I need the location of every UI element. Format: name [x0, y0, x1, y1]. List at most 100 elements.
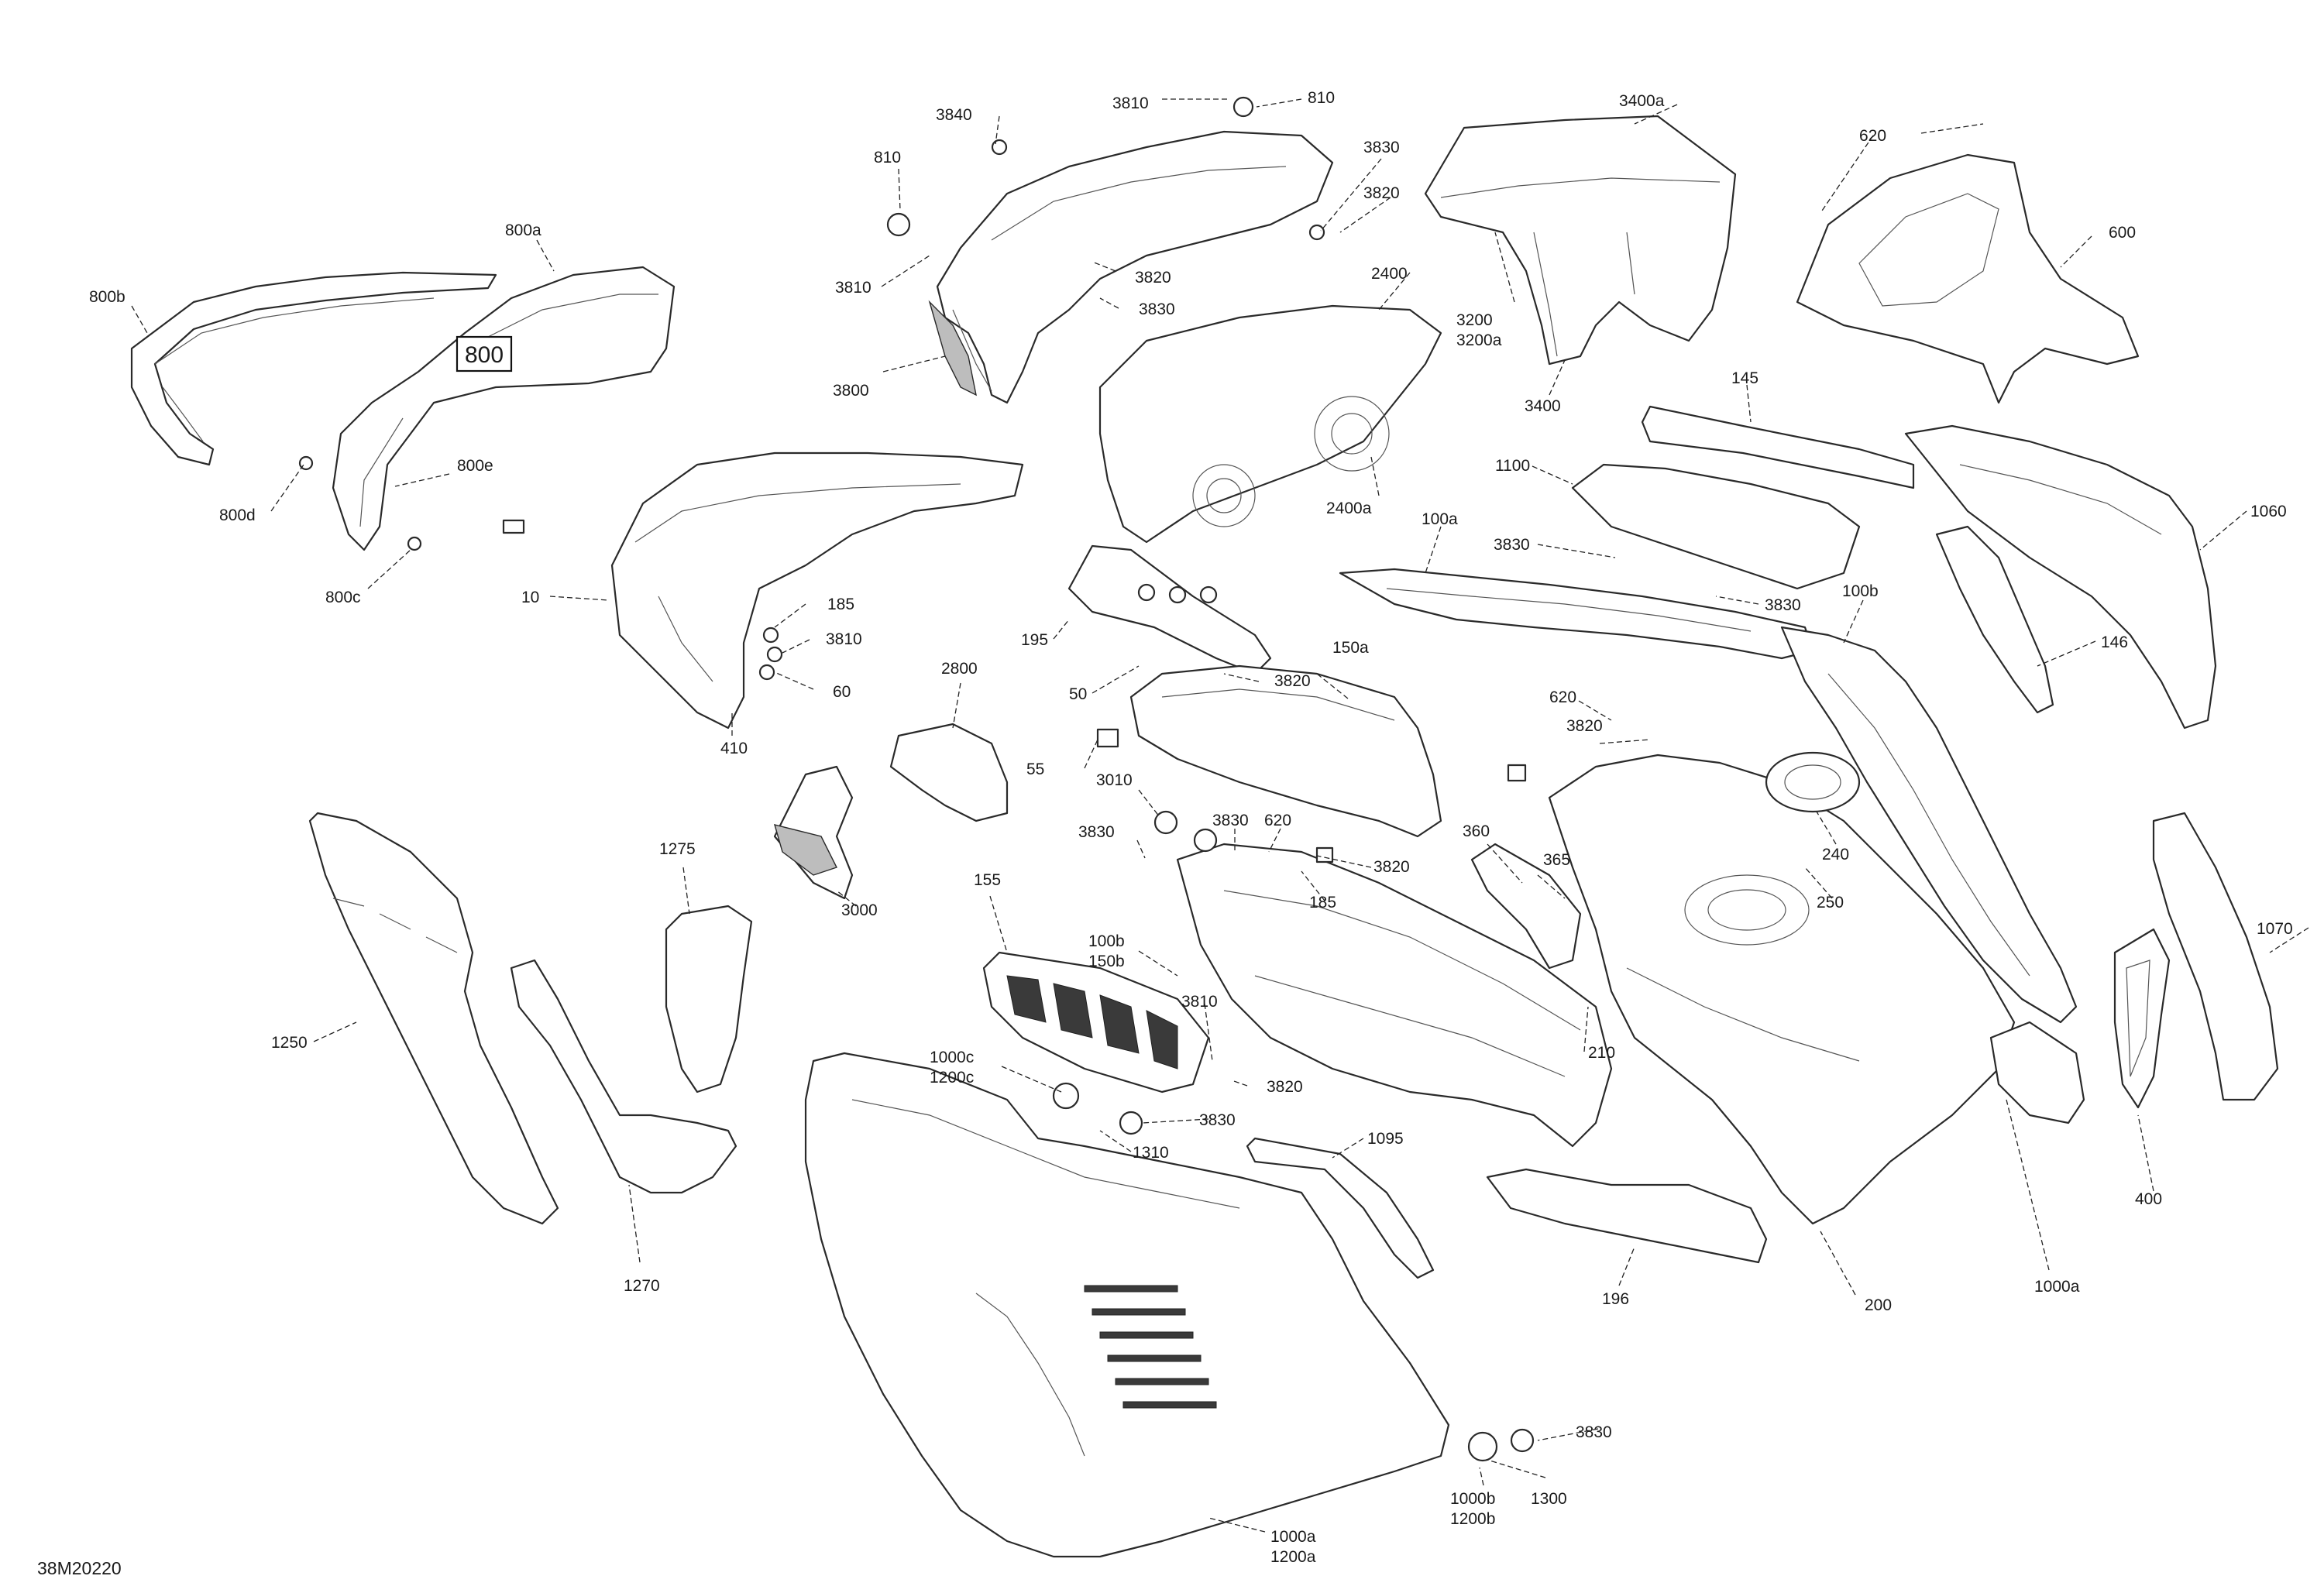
callout-145: 145	[1731, 369, 1758, 387]
callout-3810: 3810	[1181, 993, 1218, 1011]
callout-3820: 3820	[1274, 672, 1311, 690]
callout-150a: 150a	[1332, 639, 1369, 657]
callout-100a: 100a	[1422, 510, 1458, 528]
callout-100b: 100b	[1842, 582, 1879, 600]
part-800a	[332, 266, 676, 551]
callout-1000b: 1000b	[1450, 1490, 1495, 1508]
part-360	[1470, 843, 1582, 970]
part-1070	[2152, 812, 2279, 1101]
callout-250: 250	[1817, 894, 1844, 912]
callout-1095: 1095	[1367, 1130, 1404, 1148]
part-100b	[1780, 626, 2078, 1024]
callout-365: 365	[1543, 851, 1570, 869]
callout-3200a: 3200a	[1456, 331, 1502, 349]
callout-1300: 1300	[1531, 1490, 1567, 1508]
leader-lines	[131, 98, 2309, 1533]
callout-1270: 1270	[624, 1277, 660, 1295]
callout-3820: 3820	[1135, 269, 1171, 287]
callout-146: 146	[2101, 633, 2128, 651]
callout-50: 50	[1069, 685, 1087, 703]
callout-360: 360	[1463, 822, 1490, 840]
part-196	[1486, 1168, 1768, 1264]
part-10	[610, 451, 1024, 730]
callout-1000a: 1000a	[2034, 1278, 2080, 1296]
part-100a	[1339, 568, 1814, 660]
callout-3830: 3830	[1494, 536, 1530, 554]
callout-800c: 800c	[325, 589, 361, 606]
part-2400	[1098, 304, 1442, 544]
assembly-callout-800: 800	[465, 342, 504, 368]
callout-400: 400	[2135, 1190, 2162, 1208]
callout-150b: 150b	[1088, 953, 1125, 970]
callout-3400a: 3400a	[1619, 92, 1665, 110]
part-150b	[1176, 843, 1613, 1148]
part-1100	[1571, 463, 1861, 590]
callout-labels: 800a 800b 800d 800e 800c 3840 3810 810 8…	[89, 89, 2293, 1566]
callout-2400a: 2400a	[1326, 500, 1372, 517]
callout-3830: 3830	[1765, 596, 1801, 614]
callout-3830: 3830	[1199, 1111, 1236, 1129]
callout-3400: 3400	[1525, 397, 1561, 415]
part-146	[1935, 525, 2054, 714]
callout-3830: 3830	[1576, 1423, 1612, 1441]
callout-800e: 800e	[457, 457, 493, 475]
callout-3820: 3820	[1267, 1078, 1303, 1096]
part-150a	[1129, 664, 1442, 838]
part-1000a-bottom	[804, 1052, 1450, 1558]
callout-185: 185	[1309, 894, 1336, 912]
callout-1200a: 1200a	[1270, 1548, 1316, 1566]
part-1270	[510, 959, 737, 1194]
callout-3820: 3820	[1373, 858, 1410, 876]
callout-240: 240	[1822, 846, 1849, 863]
part-1000a-right	[1989, 1021, 2085, 1124]
callout-1200b: 1200b	[1450, 1510, 1495, 1528]
callout-200: 200	[1865, 1296, 1892, 1314]
callout-2400: 2400	[1371, 265, 1408, 283]
callout-55: 55	[1026, 760, 1044, 778]
callout-60: 60	[833, 683, 851, 701]
callout-10: 10	[521, 589, 539, 606]
callout-3200: 3200	[1456, 311, 1493, 329]
callout-600: 600	[2109, 224, 2136, 242]
callout-3810: 3810	[826, 630, 862, 648]
part-1060	[1904, 424, 2217, 730]
callout-1060: 1060	[2250, 503, 2287, 520]
part-400	[2113, 928, 2171, 1109]
part-145	[1641, 405, 1915, 489]
callout-2800: 2800	[941, 660, 978, 678]
callout-210: 210	[1588, 1044, 1615, 1062]
callout-3830: 3830	[1363, 139, 1400, 156]
callout-3810: 3810	[835, 279, 871, 297]
part-800b	[130, 271, 497, 466]
part-240	[1765, 751, 1861, 813]
callout-1100: 1100	[1495, 457, 1530, 475]
part-195	[1067, 544, 1272, 675]
callout-1000c: 1000c	[930, 1049, 974, 1066]
callout-1310: 1310	[1133, 1144, 1169, 1162]
part-3800	[928, 130, 1334, 404]
callout-100b: 100b	[1088, 932, 1125, 950]
callout-3830: 3830	[1139, 300, 1175, 318]
callout-3830: 3830	[1078, 823, 1115, 841]
callout-810: 810	[874, 149, 901, 167]
callout-3830: 3830	[1212, 812, 1249, 829]
callout-3820: 3820	[1363, 184, 1400, 202]
callout-410: 410	[720, 740, 748, 757]
part-1275	[665, 905, 753, 1093]
callout-3800: 3800	[833, 382, 869, 400]
part-drawings	[130, 96, 2279, 1558]
callout-800d: 800d	[219, 506, 256, 524]
part-1250	[308, 812, 559, 1225]
callout-800b: 800b	[89, 288, 125, 306]
callout-155: 155	[974, 871, 1001, 889]
callout-620: 620	[1264, 812, 1291, 829]
callout-1070: 1070	[2257, 920, 2293, 938]
callout-1200c: 1200c	[930, 1069, 974, 1087]
part-155	[982, 951, 1210, 1093]
callout-620: 620	[1549, 688, 1576, 706]
callout-195: 195	[1021, 631, 1048, 649]
assembly-callout-box: 800	[456, 335, 513, 373]
callout-620: 620	[1859, 127, 1886, 145]
callout-1250: 1250	[271, 1034, 308, 1052]
